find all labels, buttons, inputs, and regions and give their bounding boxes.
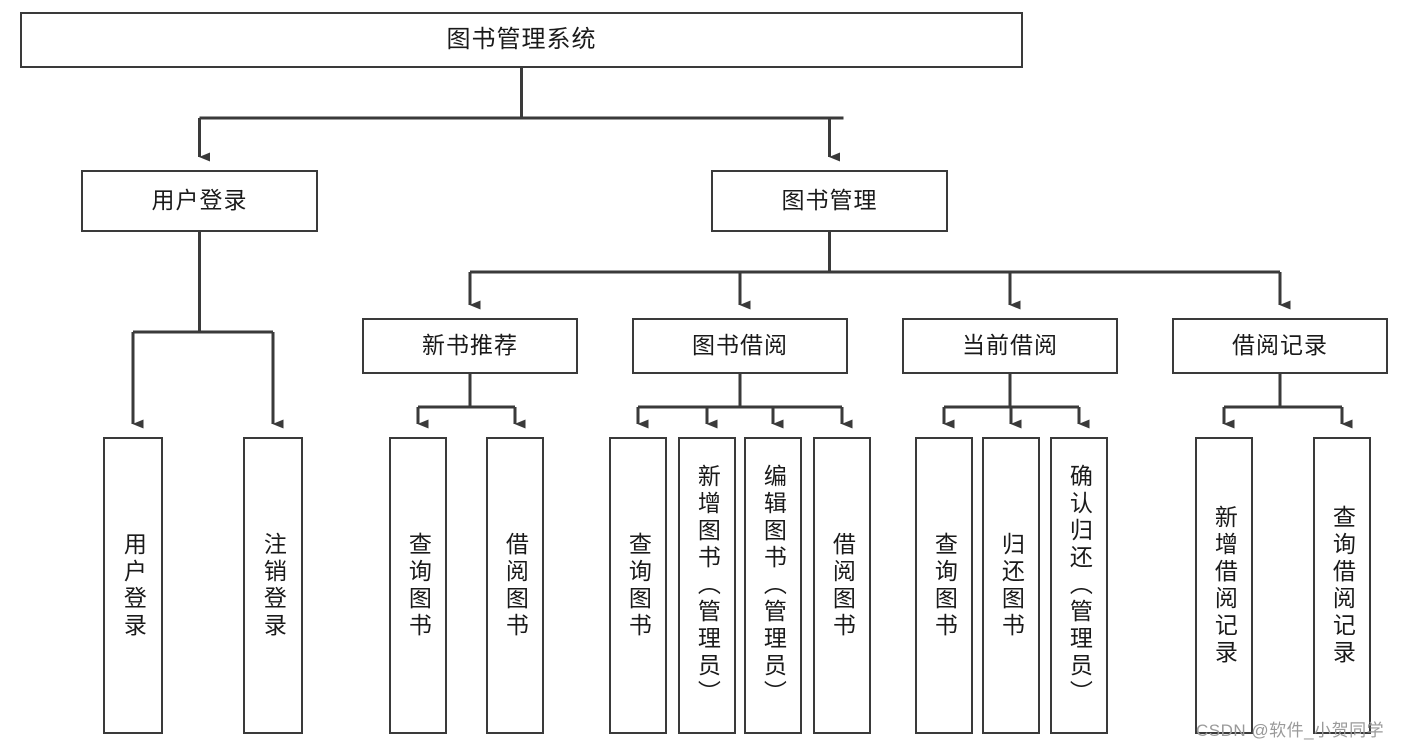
node-book-borrow-label: 图书借阅 (692, 332, 788, 359)
node-book-management-label: 图书管理 (781, 187, 878, 214)
node-leaf-query-books-cb[interactable]: 查询图书 (915, 437, 973, 734)
node-new-book-recommend[interactable]: 新书推荐 (362, 318, 578, 374)
node-leaf-query-books-rec[interactable]: 查询图书 (389, 437, 447, 734)
node-book-borrow[interactable]: 图书借阅 (632, 318, 848, 374)
csdn-watermark: CSDN @软件_小贺同学 (1196, 721, 1385, 740)
node-root-system[interactable]: 图书管理系统 (20, 12, 1023, 68)
node-current-borrow-label: 当前借阅 (962, 332, 1058, 359)
node-leaf-user-login-label: 用户登录 (120, 531, 147, 640)
node-leaf-query-books-bb-label: 查询图书 (625, 531, 652, 640)
node-user-login-label: 用户登录 (151, 187, 248, 214)
node-leaf-confirm-return-admin[interactable]: 确认归还（管理员） (1050, 437, 1108, 734)
node-borrow-records-label: 借阅记录 (1232, 332, 1328, 359)
node-leaf-borrow-books-rec[interactable]: 借阅图书 (486, 437, 544, 734)
node-leaf-add-borrow-record-label: 新增借阅记录 (1211, 504, 1238, 667)
node-user-login[interactable]: 用户登录 (81, 170, 318, 232)
node-book-management[interactable]: 图书管理 (711, 170, 948, 232)
node-leaf-borrow-books-bb-label: 借阅图书 (829, 531, 856, 640)
node-leaf-borrow-books-rec-label: 借阅图书 (502, 531, 529, 640)
node-current-borrow[interactable]: 当前借阅 (902, 318, 1118, 374)
node-leaf-user-login[interactable]: 用户登录 (103, 437, 163, 734)
node-leaf-query-borrow-record-label: 查询借阅记录 (1329, 504, 1356, 667)
node-leaf-add-book-admin[interactable]: 新增图书（管理员） (678, 437, 736, 734)
node-leaf-add-borrow-record[interactable]: 新增借阅记录 (1195, 437, 1253, 734)
node-leaf-edit-book-admin-label: 编辑图书（管理员） (760, 464, 787, 707)
node-leaf-query-books-cb-label: 查询图书 (931, 531, 958, 640)
node-root-label: 图书管理系统 (446, 25, 597, 53)
node-leaf-query-books-bb[interactable]: 查询图书 (609, 437, 667, 734)
node-borrow-records[interactable]: 借阅记录 (1172, 318, 1388, 374)
node-new-book-recommend-label: 新书推荐 (422, 332, 518, 359)
node-leaf-return-books[interactable]: 归还图书 (982, 437, 1040, 734)
node-leaf-confirm-return-admin-label: 确认归还（管理员） (1066, 464, 1093, 707)
node-leaf-query-borrow-record[interactable]: 查询借阅记录 (1313, 437, 1371, 734)
node-leaf-borrow-books-bb[interactable]: 借阅图书 (813, 437, 871, 734)
node-leaf-user-logout-label: 注销登录 (260, 531, 287, 640)
node-leaf-return-books-label: 归还图书 (998, 531, 1025, 640)
node-leaf-edit-book-admin[interactable]: 编辑图书（管理员） (744, 437, 802, 734)
node-leaf-add-book-admin-label: 新增图书（管理员） (694, 464, 721, 707)
node-leaf-user-logout[interactable]: 注销登录 (243, 437, 303, 734)
node-leaf-query-books-rec-label: 查询图书 (405, 531, 432, 640)
